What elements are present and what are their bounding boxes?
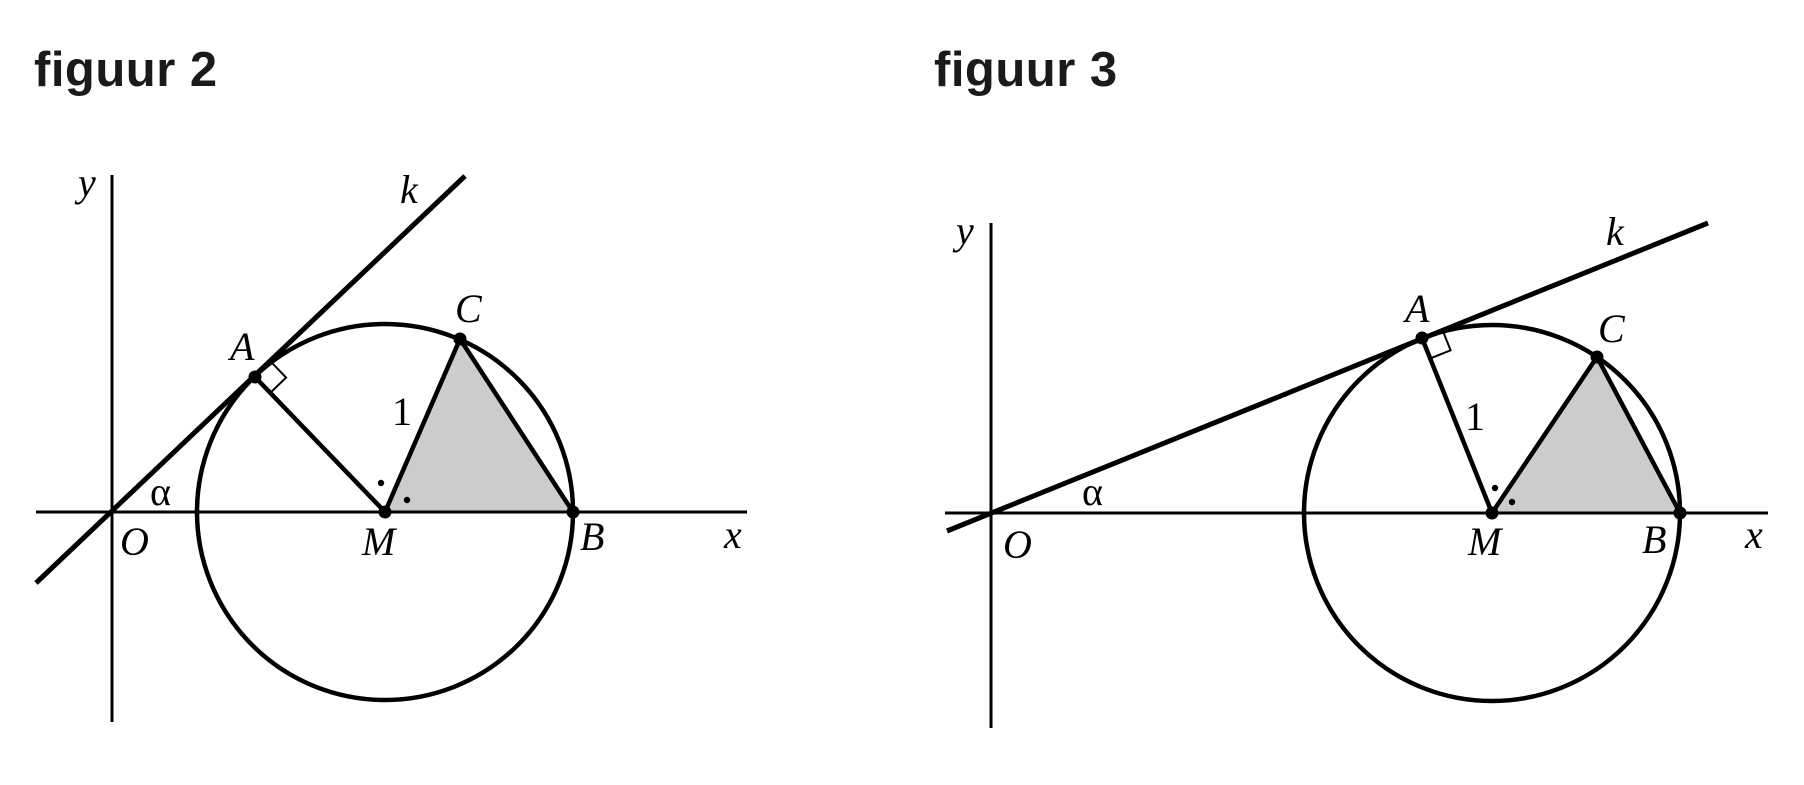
label-x-axis: x <box>723 512 742 557</box>
label-line-k: k <box>400 167 419 212</box>
tangent-line-k <box>946 220 1709 534</box>
label-point-b: B <box>1642 517 1666 562</box>
figure-3-title: figuur 3 <box>934 43 1118 97</box>
point-a <box>248 370 262 384</box>
point-b <box>566 505 580 519</box>
point-b <box>1673 506 1687 520</box>
label-y-axis: y <box>74 160 96 205</box>
shaded-triangle-MCB <box>1492 357 1680 513</box>
angle-mark-dot <box>1508 498 1516 506</box>
point-c <box>453 332 467 346</box>
angle-mark-dot <box>1491 484 1499 492</box>
label-point-a: A <box>1402 286 1430 331</box>
label-y-axis: y <box>952 208 974 253</box>
point-m <box>1485 506 1499 520</box>
point-c <box>1590 350 1604 364</box>
label-angle-alpha: α <box>1082 469 1103 514</box>
segment-CB <box>457 336 576 515</box>
label-radius: 1 <box>392 389 412 434</box>
label-point-o: O <box>120 519 149 564</box>
segment-MA <box>1419 335 1495 516</box>
label-point-b: B <box>580 514 604 559</box>
angle-mark-dot <box>403 496 411 504</box>
segment-MC <box>382 336 463 515</box>
segment-MC <box>1489 354 1600 516</box>
segment-CB <box>1594 354 1683 516</box>
label-radius: 1 <box>1465 394 1485 439</box>
figure-2-title: figuur 2 <box>34 43 218 97</box>
label-point-c: C <box>455 286 483 331</box>
label-angle-alpha: α <box>150 469 171 514</box>
right-angle-marker <box>1429 329 1452 360</box>
right-angle-marker <box>269 361 288 394</box>
point-a <box>1415 331 1429 345</box>
shaded-triangle-MCB <box>385 339 573 512</box>
segment-MA <box>252 374 388 515</box>
label-line-k: k <box>1606 209 1625 254</box>
label-point-m: M <box>1467 519 1504 564</box>
point-m <box>378 505 392 519</box>
label-point-m: M <box>361 519 398 564</box>
label-x-axis: x <box>1744 512 1763 557</box>
label-point-o: O <box>1003 522 1032 567</box>
label-point-a: A <box>227 324 255 369</box>
angle-mark-dot <box>377 479 385 487</box>
label-point-c: C <box>1598 306 1626 351</box>
